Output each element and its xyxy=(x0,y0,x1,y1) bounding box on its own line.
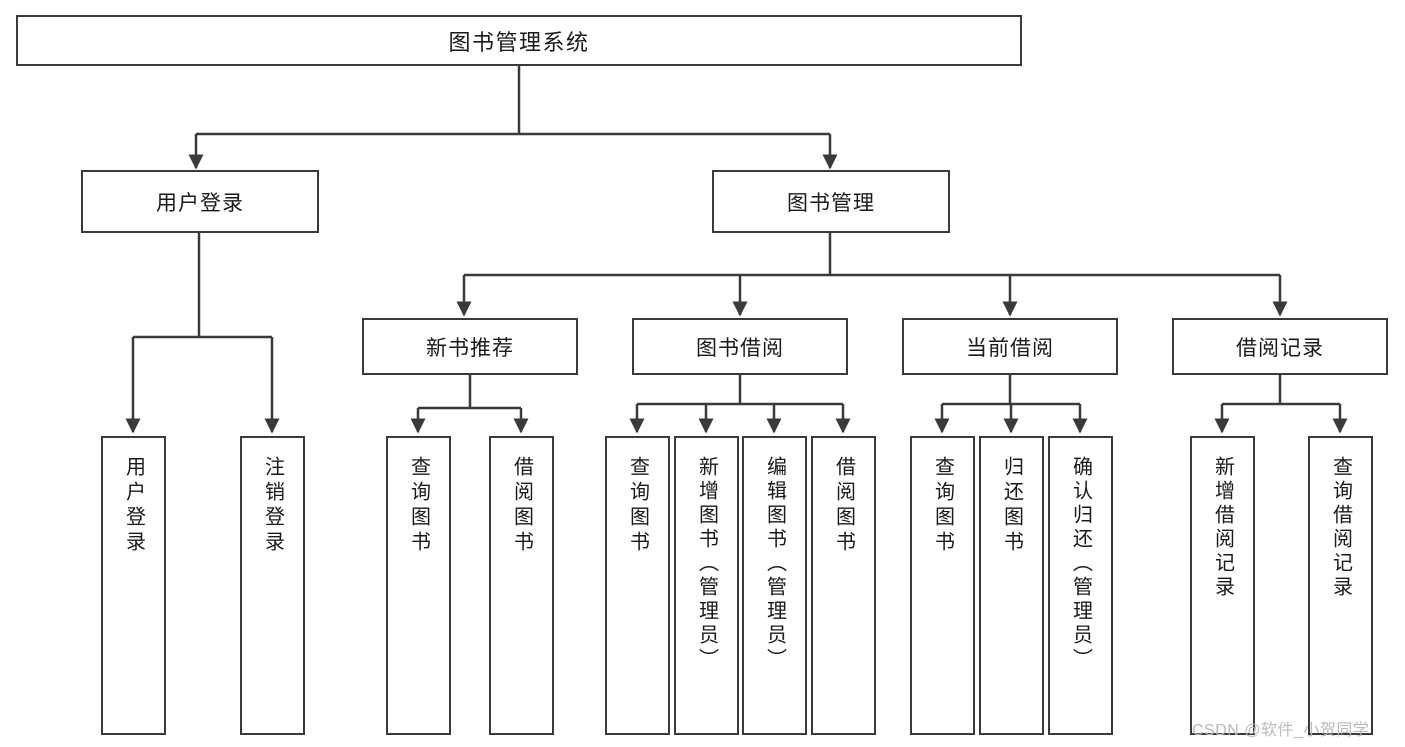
node-leaf-return-book-label: 归还图书 xyxy=(1000,456,1023,556)
node-leaf-borrow-book-2[interactable]: 借阅图书 xyxy=(811,436,876,735)
node-user-login-label: 用户登录 xyxy=(156,191,244,215)
node-leaf-query-book-2[interactable]: 查询图书 xyxy=(605,436,670,735)
node-book-borrow-label: 图书借阅 xyxy=(696,336,784,360)
node-leaf-add-book[interactable]: 新增图书（管理员） xyxy=(674,436,739,735)
node-leaf-query-book-1-label: 查询图书 xyxy=(407,456,430,556)
node-book-manage-label: 图书管理 xyxy=(787,191,875,215)
node-leaf-borrow-book-1[interactable]: 借阅图书 xyxy=(489,436,554,735)
node-leaf-borrow-book-1-label: 借阅图书 xyxy=(510,456,533,556)
node-user-login[interactable]: 用户登录 xyxy=(81,170,319,233)
node-leaf-add-book-label: 新增图书（管理员） xyxy=(695,456,718,672)
node-leaf-borrow-book-2-label: 借阅图书 xyxy=(832,456,855,556)
csdn-watermark: CSDN @软件_小贺同学 xyxy=(1192,722,1370,739)
node-leaf-confirm-return-label: 确认归还（管理员） xyxy=(1069,456,1092,672)
node-borrow-record[interactable]: 借阅记录 xyxy=(1172,318,1388,375)
node-leaf-add-record-label: 新增借阅记录 xyxy=(1211,456,1234,600)
node-current-borrow-label: 当前借阅 xyxy=(966,336,1054,360)
node-leaf-user-logout[interactable]: 注销登录 xyxy=(240,436,305,735)
node-leaf-query-record[interactable]: 查询借阅记录 xyxy=(1308,436,1373,735)
node-leaf-query-book-2-label: 查询图书 xyxy=(626,456,649,556)
node-borrow-record-label: 借阅记录 xyxy=(1236,336,1324,360)
node-leaf-query-book-1[interactable]: 查询图书 xyxy=(386,436,451,735)
node-new-book-recommend[interactable]: 新书推荐 xyxy=(362,318,578,375)
node-book-manage[interactable]: 图书管理 xyxy=(712,170,950,233)
node-current-borrow[interactable]: 当前借阅 xyxy=(902,318,1118,375)
node-leaf-query-book-3[interactable]: 查询图书 xyxy=(910,436,975,735)
node-leaf-add-record[interactable]: 新增借阅记录 xyxy=(1190,436,1255,735)
node-leaf-query-book-3-label: 查询图书 xyxy=(931,456,954,556)
node-new-book-recommend-label: 新书推荐 xyxy=(426,336,514,360)
node-leaf-query-record-label: 查询借阅记录 xyxy=(1329,456,1352,600)
node-leaf-user-login[interactable]: 用户登录 xyxy=(101,436,166,735)
node-root-book-management-system[interactable]: 图书管理系统 xyxy=(16,15,1022,66)
node-leaf-edit-book[interactable]: 编辑图书（管理员） xyxy=(742,436,807,735)
node-leaf-edit-book-label: 编辑图书（管理员） xyxy=(763,456,786,672)
node-book-borrow[interactable]: 图书借阅 xyxy=(632,318,848,375)
node-root-label: 图书管理系统 xyxy=(448,29,590,55)
node-leaf-confirm-return[interactable]: 确认归还（管理员） xyxy=(1048,436,1113,735)
node-leaf-user-logout-label: 注销登录 xyxy=(261,456,284,556)
node-leaf-user-login-label: 用户登录 xyxy=(122,456,145,556)
node-leaf-return-book[interactable]: 归还图书 xyxy=(979,436,1044,735)
